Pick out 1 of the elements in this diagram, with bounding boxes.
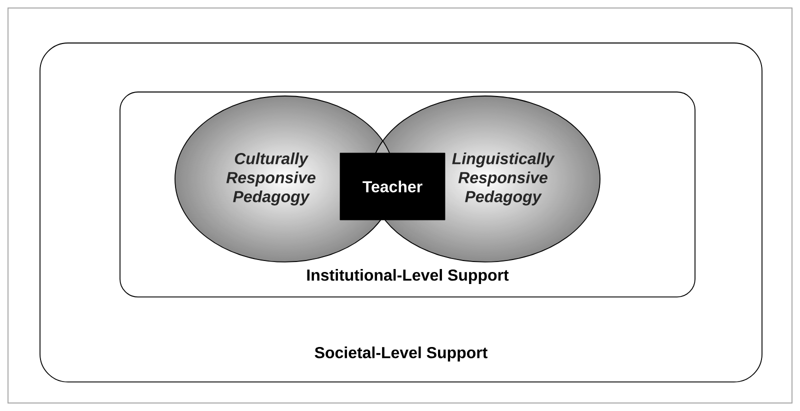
teacher-box: Teacher [340,152,446,220]
